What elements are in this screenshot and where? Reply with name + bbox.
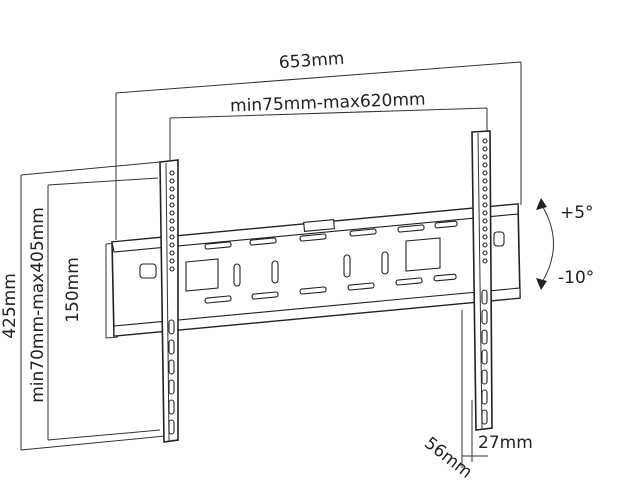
tilt-arrow-down-icon xyxy=(536,278,547,290)
tilt-arc xyxy=(536,198,554,290)
upper-slots xyxy=(204,220,458,250)
label-depth-min: 27mm xyxy=(478,433,533,453)
side-cutouts xyxy=(185,237,441,292)
label-overall-height: 425mm xyxy=(0,273,20,339)
left-knob-icon xyxy=(139,263,157,279)
label-vesa-height: min70mm-max405mm xyxy=(28,207,48,403)
right-vertical-arm xyxy=(471,130,505,431)
lower-slots xyxy=(204,273,457,304)
label-tilt-down: -10° xyxy=(558,268,594,288)
label-rail-height: 150mm xyxy=(63,257,83,323)
right-knob-icon xyxy=(493,231,505,247)
dimension-lines xyxy=(20,61,522,468)
label-overall-width: 653mm xyxy=(278,49,345,74)
wall-plate xyxy=(111,203,521,337)
tilt-arrow-up-icon xyxy=(536,198,547,210)
label-tilt-up: +5° xyxy=(560,203,594,223)
left-vertical-arm xyxy=(139,159,179,443)
vertical-slots xyxy=(233,251,389,287)
label-depth-max: 56mm xyxy=(420,433,475,482)
label-vesa-width: min75mm-max620mm xyxy=(230,90,426,117)
